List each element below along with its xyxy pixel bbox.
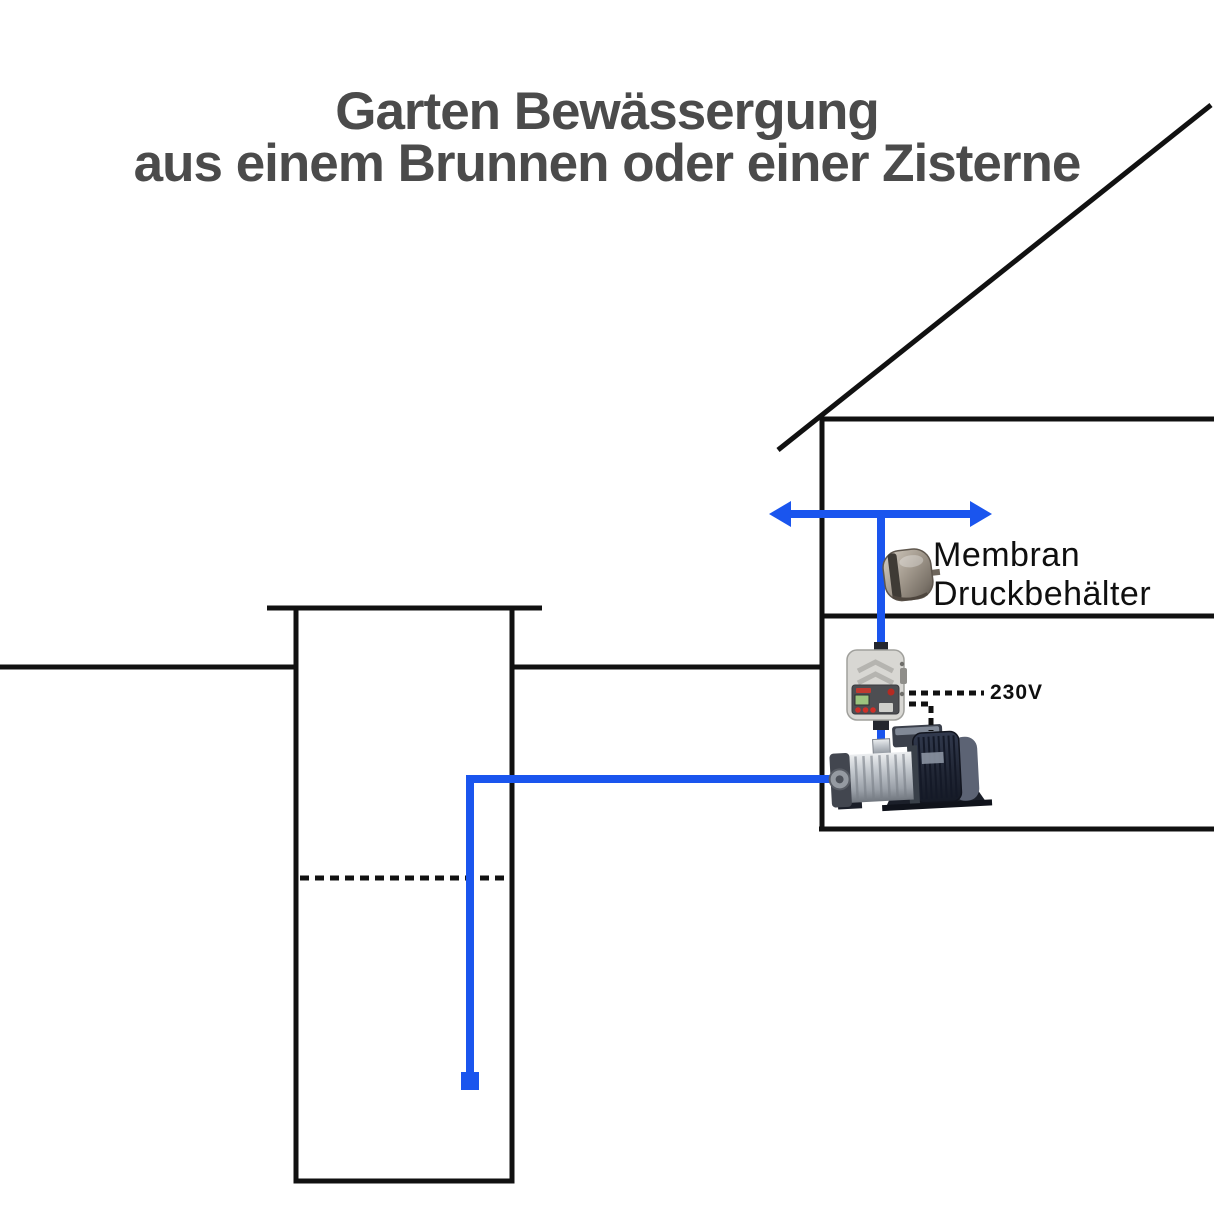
voltage-label: 230V xyxy=(990,681,1044,704)
pump-inlet-center xyxy=(835,775,844,784)
controller-screw-bottom xyxy=(899,691,905,697)
pump-body-ribs xyxy=(854,753,907,801)
diagram-title-line2: aus einem Brunnen oder einer Zisterne xyxy=(133,134,1082,193)
diagram-title: Garten Bewässergung aus einem Brunnen od… xyxy=(0,82,1214,193)
tank-band xyxy=(887,553,902,600)
pump-motor-fins xyxy=(917,735,958,800)
house-outline xyxy=(776,103,1214,832)
pump-base-plate xyxy=(882,799,993,812)
membrane-tank-illustration xyxy=(882,548,941,602)
roof-line xyxy=(776,103,1213,452)
power-line-to-pump xyxy=(909,701,934,731)
controller-bottom-fitting xyxy=(873,718,889,730)
membrane-tank-label-line2: Druckbehälter xyxy=(933,575,1152,613)
arrow-left-icon xyxy=(769,501,791,527)
tank-highlight xyxy=(899,555,924,568)
controller-display xyxy=(854,694,870,706)
controller-buttons xyxy=(855,707,876,713)
power-lines xyxy=(909,690,984,731)
pump-illustration xyxy=(828,724,993,812)
membrane-tank-label-line1: Membran xyxy=(933,536,1081,574)
controller-screw-top xyxy=(899,661,905,667)
diagram-title-line1: Garten Bewässergung xyxy=(335,82,880,141)
pump-nameplate xyxy=(921,751,944,765)
membrane-tank-label: Membran Druckbehälter xyxy=(933,536,1151,614)
arrow-right-icon xyxy=(970,501,992,527)
controller-brand-mark xyxy=(856,688,871,693)
suction-foot-valve xyxy=(461,1072,479,1090)
controller-logo-dot xyxy=(887,688,895,696)
pump-controller-illustration xyxy=(846,642,907,730)
controller-chevrons xyxy=(856,659,895,686)
controller-keypad xyxy=(879,703,893,712)
tank-bottom-rim xyxy=(892,592,929,601)
well-outline xyxy=(267,605,542,1184)
controller-side-clip xyxy=(900,668,907,684)
